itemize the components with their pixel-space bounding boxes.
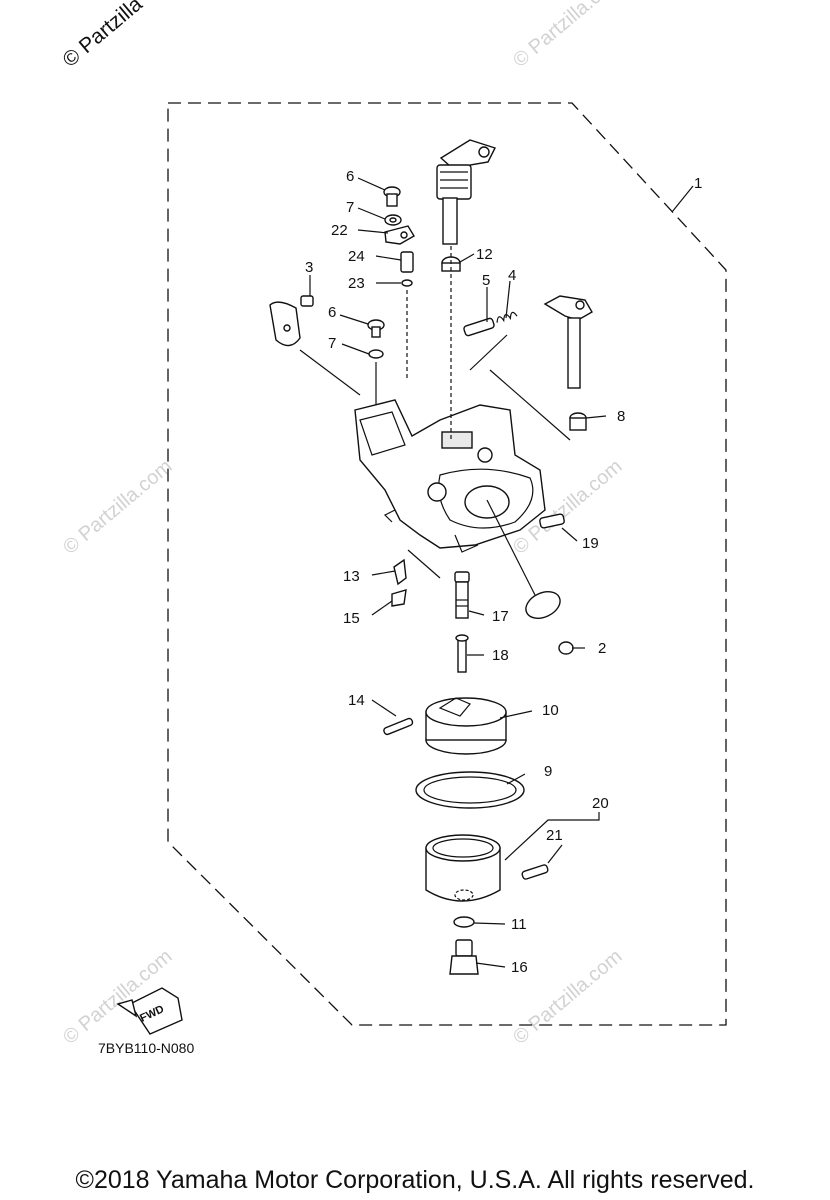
callout-15: 15 (343, 610, 360, 627)
callout-5: 5 (482, 272, 490, 289)
callout-19: 19 (582, 535, 599, 552)
callout-18: 18 (492, 647, 509, 664)
screw-2-part (558, 641, 574, 655)
forward-arrow-icon: FWD (116, 987, 183, 1035)
float-bowl-gasket (415, 771, 525, 809)
screw-21-part (521, 864, 549, 880)
diagram-code: 7BYB110-N080 (98, 1040, 194, 1056)
callout-13: 13 (343, 568, 360, 585)
top-screw-cluster (383, 186, 415, 287)
callout-24: 24 (348, 248, 365, 265)
callout-8: 8 (617, 408, 625, 425)
callout-11: 11 (511, 916, 527, 933)
callout-12: 12 (476, 246, 493, 263)
callout-6-mid: 6 (328, 304, 336, 321)
carburetor-body (354, 399, 546, 553)
callout-labels: 1 2 3 4 5 6 6 7 7 8 9 10 11 12 13 14 15 … (305, 168, 702, 976)
washer-11-part (453, 916, 475, 928)
float-bowl-part (425, 834, 501, 902)
main-nozzle-part (454, 571, 470, 673)
callout-7-top: 7 (346, 199, 354, 216)
diaphragm-disc (525, 591, 561, 619)
screw-19-part (539, 513, 565, 529)
drain-bolt-part (449, 939, 479, 975)
leader-lines (299, 177, 694, 968)
callout-2: 2 (598, 640, 606, 657)
float-part (383, 697, 507, 755)
callout-9: 9 (544, 763, 552, 780)
needle-valve-part (393, 558, 407, 586)
callout-16: 16 (511, 959, 528, 976)
copyright-notice: ©2018 Yamaha Motor Corporation, U.S.A. A… (75, 1166, 755, 1194)
watermark-top-right: © Partzilla.com (509, 0, 626, 72)
callout-20: 20 (592, 795, 609, 812)
idle-screw-assembly (463, 311, 518, 337)
callout-6-top: 6 (346, 168, 354, 185)
clip-part (391, 589, 407, 607)
callout-23: 23 (348, 275, 365, 292)
callout-14: 14 (348, 692, 365, 709)
assembly-boundary (167, 102, 727, 1026)
callout-10: 10 (542, 702, 559, 719)
callout-17: 17 (492, 608, 509, 625)
callout-1: 1 (694, 175, 702, 192)
callout-7-mid: 7 (328, 335, 336, 352)
watermark-mid-left: © Partzilla.com (59, 455, 176, 558)
mid-screw-cluster (367, 319, 385, 359)
callout-22: 22 (331, 222, 348, 239)
cover-plate-part (269, 295, 314, 347)
callout-21: 21 (546, 827, 563, 844)
callout-4: 4 (508, 267, 516, 284)
choke-shaft-part (543, 295, 593, 431)
callout-3: 3 (305, 259, 313, 276)
watermark-corner: © Partzilla (58, 0, 147, 72)
throttle-shaft-part (436, 139, 496, 245)
